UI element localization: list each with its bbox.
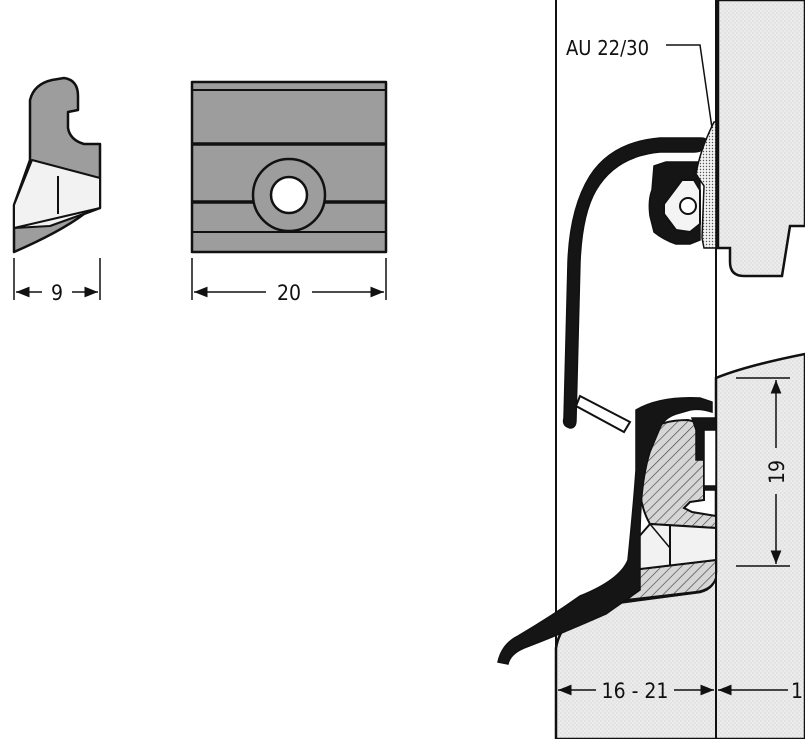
- gasket-lower-insert: [703, 429, 717, 487]
- sealant-label: AU 22/30: [566, 36, 649, 60]
- dim-label-edge: 1: [791, 679, 803, 703]
- dim-label-19: 19: [765, 460, 789, 484]
- upper-frame: [716, 0, 805, 278]
- dim-label-9: 9: [51, 281, 63, 305]
- dimension-20: [191, 258, 387, 300]
- seal-bead: [679, 197, 697, 215]
- dimension-16-21: [558, 650, 788, 700]
- cover-profile-strip: [562, 137, 707, 429]
- clip-side-view: [12, 76, 102, 254]
- dimension-19: [736, 377, 790, 567]
- cover-profile-lower: [497, 397, 713, 665]
- dimension-9: [13, 258, 101, 300]
- clip-front-hole: [269, 175, 309, 215]
- dim-label-16-21: 16 - 21: [602, 679, 669, 703]
- profile-strut: [574, 394, 632, 434]
- dim-label-20: 20: [277, 281, 301, 305]
- sealant-bead: [695, 121, 717, 249]
- sealant-leader: [666, 44, 713, 129]
- hatched-base: [624, 558, 717, 602]
- clip-front-view: [190, 80, 388, 254]
